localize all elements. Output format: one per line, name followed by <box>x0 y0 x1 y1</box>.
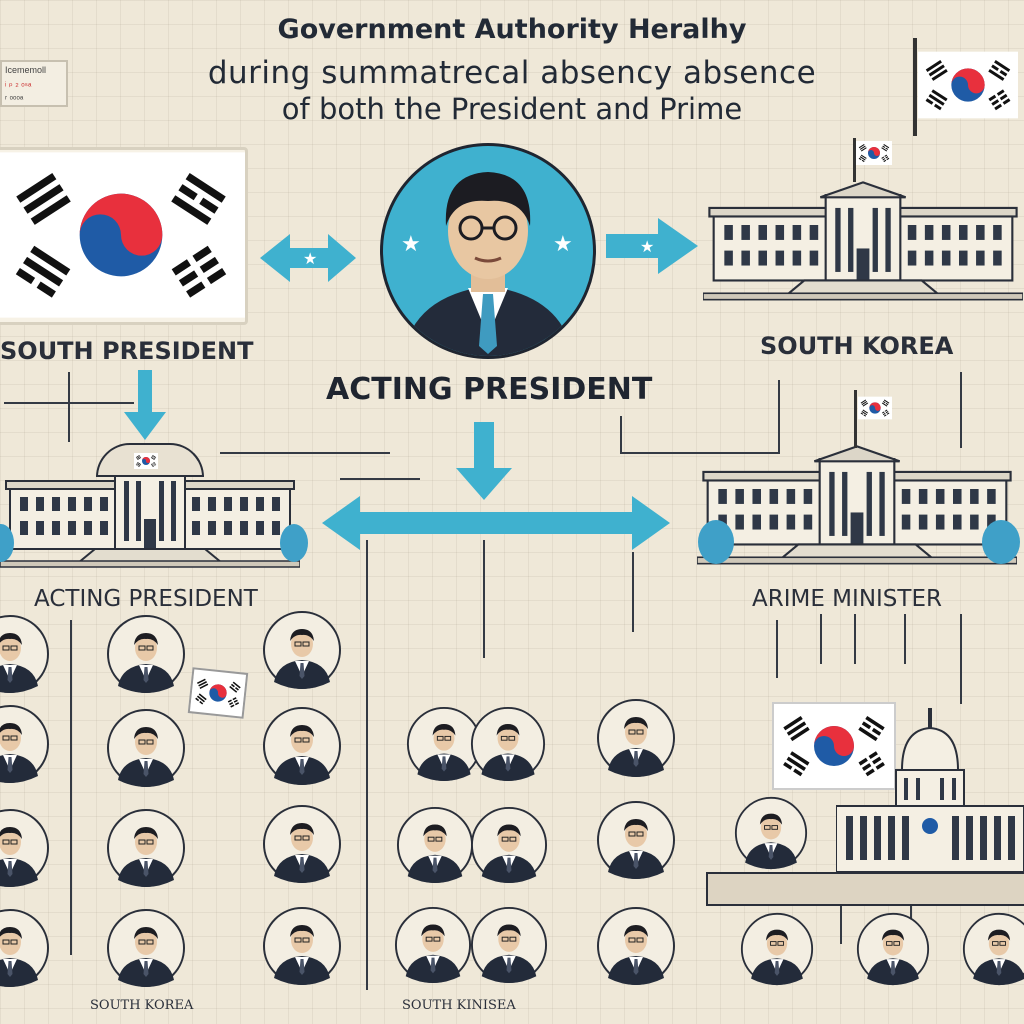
official-portrait-icon <box>0 808 50 888</box>
svg-text:★: ★ <box>303 249 317 268</box>
official-portrait-icon <box>856 912 930 986</box>
acting-president-center-label: ACTING PRESIDENT <box>326 372 653 407</box>
official-portrait-icon <box>106 614 186 694</box>
official-portrait-icon <box>394 906 472 984</box>
connector-line <box>632 552 634 632</box>
official-portrait-icon <box>962 912 1024 986</box>
connector-line <box>776 620 778 678</box>
tree-icon <box>982 520 1020 564</box>
acting-president-left-label: ACTING PRESIDENT <box>34 586 258 612</box>
connector-line <box>70 620 72 955</box>
star-icon: ★ <box>401 231 421 256</box>
official-portrait-icon <box>106 908 186 988</box>
south-korea-flag-icon <box>918 44 1018 126</box>
government-building-icon <box>697 440 1017 570</box>
official-portrait-icon <box>262 610 342 690</box>
arrow-down-left <box>124 370 166 440</box>
footer-south-korea-label: SOUTH KOREA <box>90 998 194 1013</box>
connector-line <box>220 452 390 454</box>
flag-pole <box>853 138 856 182</box>
connector-line <box>340 478 420 480</box>
official-portrait-icon <box>0 704 50 784</box>
top-left-note-line-1: Icememoll <box>5 65 47 75</box>
desk <box>706 872 1024 906</box>
tree-icon <box>0 524 14 562</box>
double-arrow-horizontal <box>322 496 670 550</box>
connector-line <box>910 900 912 930</box>
star-icon: ★ <box>553 231 573 256</box>
diagram-title-line-1: Government Authority Heralhy <box>277 14 747 45</box>
south-korea-flag-panel <box>772 702 896 790</box>
official-portrait-icon <box>596 698 676 778</box>
connector-line <box>960 614 962 704</box>
connector-line <box>778 380 780 454</box>
footer-south-kinisea-label: SOUTH KINISEA <box>402 998 516 1013</box>
connector-line <box>904 614 906 664</box>
official-portrait-icon <box>262 706 342 786</box>
official-portrait-icon <box>106 708 186 788</box>
arrow-down-center <box>456 422 512 500</box>
flag-card <box>187 667 249 719</box>
official-portrait-icon <box>0 614 50 694</box>
south-korea-flag-panel <box>0 147 248 325</box>
official-portrait-icon <box>470 806 548 884</box>
flag-pole <box>913 38 917 136</box>
double-arrow-left: ★ <box>260 234 356 282</box>
arrow-right-to-building: ★ <box>606 218 698 274</box>
acting-president-portrait: ★ ★ <box>380 143 596 359</box>
connector-line <box>620 416 622 454</box>
connector-line <box>840 900 842 944</box>
top-left-note-line-2: ᵢ ₚ ₂ ₒₛₐ <box>5 78 32 88</box>
flag-pole <box>854 390 857 448</box>
connector-line <box>366 540 368 990</box>
connector-line <box>854 614 856 664</box>
south-korea-flag-icon <box>0 150 245 320</box>
south-korea-flag-icon <box>134 452 158 470</box>
tree-icon <box>280 524 308 562</box>
south-korea-flag-icon <box>190 669 246 716</box>
south-president-label: SOUTH PRESIDENT <box>0 337 254 365</box>
official-portrait-icon <box>403 172 573 356</box>
official-portrait-icon <box>470 906 548 984</box>
diagram-title-line-3: of both the President and Prime <box>281 92 743 126</box>
capitol-building-icon <box>836 708 1024 873</box>
official-portrait-icon <box>106 808 186 888</box>
south-korea-flag-icon <box>858 396 892 420</box>
south-korea-flag-icon <box>856 140 892 166</box>
official-portrait-icon <box>596 800 676 880</box>
top-left-note: Icememoll ᵢ ₚ ₂ ₒₛₐ ᵣ ₒₒₒₐ <box>0 60 68 107</box>
official-portrait-icon <box>262 906 342 986</box>
official-portrait-icon <box>596 906 676 986</box>
connector-line <box>820 614 822 664</box>
connector-line <box>4 402 134 404</box>
official-portrait-icon <box>0 908 50 988</box>
south-korea-label: SOUTH KOREA <box>760 332 954 360</box>
official-portrait-icon <box>470 706 546 782</box>
official-portrait-icon <box>734 796 808 870</box>
tree-icon <box>698 520 734 564</box>
svg-text:★: ★ <box>640 237 654 256</box>
diagram-title-line-2: during summatrecal absency absence <box>207 55 817 91</box>
prime-minister-label: ARIME MINISTER <box>752 586 942 612</box>
connector-line <box>483 540 485 658</box>
government-building-icon <box>703 170 1023 312</box>
connector-line <box>620 452 780 454</box>
official-portrait-icon <box>262 804 342 884</box>
connector-line <box>960 372 962 448</box>
official-portrait-icon <box>396 806 474 884</box>
official-portrait-icon <box>740 912 814 986</box>
connector-line <box>68 372 70 442</box>
top-left-note-line-3: ᵣ ₒₒₒₐ <box>5 91 24 101</box>
